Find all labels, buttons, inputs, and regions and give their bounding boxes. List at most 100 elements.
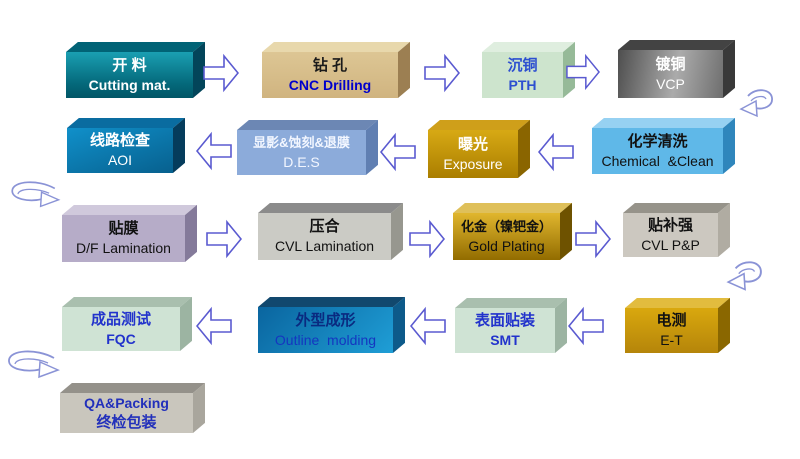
- step-label-zh: 压合: [309, 218, 340, 235]
- box-front-face: 沉铜 PTH: [482, 52, 563, 98]
- box-front-face: 成品测试 FQC: [62, 307, 180, 351]
- box-top-face: [428, 120, 530, 130]
- box-top-face: [258, 203, 403, 213]
- step-label-en: CVL P&P: [641, 236, 700, 253]
- box-front-face: 镀铜 VCP: [618, 50, 723, 98]
- box-side-face: [180, 296, 192, 351]
- box-top-face: [62, 297, 192, 307]
- box-front-face: 钻 孔 CNC Drilling: [262, 52, 398, 98]
- flow-arrow-left-icon: [567, 305, 604, 352]
- flow-arrow-right-icon: [409, 218, 446, 265]
- step-label-zh: 化学清洗: [627, 132, 688, 150]
- step-label-zh: 显影&蚀刻&退膜: [253, 135, 350, 150]
- box-top-face: [625, 298, 730, 308]
- box-front-face: QA&Packing 终检包装: [60, 393, 193, 433]
- step-label-zh: 曝光: [457, 135, 488, 153]
- step-cnc-drilling: 钻 孔 CNC Drilling: [262, 41, 410, 98]
- step-label-en: AOI: [107, 152, 133, 168]
- step-label-en: QA&Packing: [84, 394, 169, 411]
- box-top-face: [592, 118, 735, 128]
- flow-arrow-right-icon: [424, 52, 461, 99]
- box-top-face: [482, 42, 575, 52]
- step-cvl-lamination: 压合 CVL Lamination: [258, 202, 403, 260]
- step-pth: 沉铜 PTH: [482, 41, 575, 98]
- step-label-en: E-T: [660, 332, 683, 348]
- box-top-face: [62, 205, 197, 215]
- step-smt: 表面贴装 SMT: [455, 297, 567, 353]
- box-top-face: [60, 383, 205, 393]
- step-label-en: Exposure: [443, 155, 503, 172]
- step-fqc: 成品测试 FQC: [62, 296, 192, 351]
- step-label-zh: 电测: [656, 312, 687, 329]
- box-front-face: 贴膜 D/F Lamination: [62, 215, 185, 262]
- box-front-face: 化金（镍钯金） Gold Plating: [453, 213, 560, 260]
- box-top-face: [453, 203, 572, 213]
- step-label-zh: 表面贴装: [474, 312, 535, 329]
- step-label-en: VCP: [656, 75, 685, 92]
- box-side-face: [718, 202, 730, 257]
- step-df-lamination: 贴膜 D/F Lamination: [62, 204, 197, 262]
- step-label-zh: 沉铜: [507, 56, 538, 74]
- box-front-face: 外型成形 Outline molding: [258, 307, 393, 353]
- step-label-en: D.E.S: [283, 154, 320, 170]
- box-top-face: [237, 120, 378, 130]
- box-side-face: [555, 297, 567, 353]
- loop-arrow-icon: [722, 260, 766, 305]
- step-label-en: FQC: [106, 330, 136, 347]
- step-label-zh: 镀铜: [655, 55, 686, 73]
- step-outline-molding: 外型成形 Outline molding: [258, 296, 405, 353]
- step-label-en: SMT: [490, 332, 520, 348]
- step-label-zh: 终检包装: [96, 413, 157, 431]
- step-cvl-pp: 贴补强 CVL P&P: [623, 202, 730, 257]
- box-side-face: [366, 119, 378, 175]
- step-gold-plating: 化金（镍钯金） Gold Plating: [453, 202, 572, 260]
- box-front-face: 压合 CVL Lamination: [258, 213, 391, 260]
- box-front-face: 贴补强 CVL P&P: [623, 213, 718, 257]
- box-top-face: [262, 42, 410, 52]
- box-front-face: 线路检查 AOI: [67, 128, 173, 173]
- box-side-face: [393, 296, 405, 353]
- box-side-face: [193, 382, 205, 433]
- box-top-face: [66, 42, 205, 52]
- step-label-zh: 贴补强: [647, 216, 693, 234]
- step-label-en: Cutting mat.: [88, 76, 171, 93]
- step-vcp: 镀铜 VCP: [618, 39, 735, 98]
- step-label-zh: 化金（镍钯金）: [460, 219, 552, 234]
- step-cutting: 开 料 Cutting mat.: [66, 41, 205, 98]
- box-front-face: 显影&蚀刻&退膜 D.E.S: [237, 130, 366, 175]
- box-side-face: [185, 204, 197, 262]
- flow-arrow-right-icon: [203, 52, 240, 99]
- step-label-en: Outline molding: [274, 331, 377, 348]
- step-label-zh: 成品测试: [90, 310, 151, 328]
- flow-arrow-right-icon: [575, 218, 612, 265]
- step-label-zh: 钻 孔: [312, 56, 348, 74]
- loop-arrow-icon: [2, 347, 62, 390]
- box-side-face: [391, 202, 403, 260]
- box-top-face: [618, 40, 735, 50]
- step-exposure: 曝光 Exposure: [428, 119, 530, 178]
- step-des: 显影&蚀刻&退膜 D.E.S: [237, 119, 378, 175]
- step-label-en: CNC Drilling: [288, 76, 372, 93]
- box-side-face: [723, 39, 735, 98]
- flow-arrow-left-icon: [195, 305, 232, 352]
- flow-arrow-right-icon: [206, 218, 243, 265]
- step-label-en: CVL Lamination: [274, 238, 375, 254]
- box-side-face: [560, 202, 572, 260]
- step-label-en: Chemical &Clean: [601, 152, 714, 169]
- step-label-en: PTH: [508, 76, 537, 93]
- step-label-en: D/F Lamination: [76, 240, 171, 256]
- box-side-face: [518, 119, 530, 178]
- box-front-face: 开 料 Cutting mat.: [66, 52, 193, 98]
- flow-arrow-left-icon: [409, 305, 446, 352]
- step-aoi: 线路检查 AOI: [67, 117, 185, 173]
- box-front-face: 曝光 Exposure: [428, 130, 518, 178]
- step-qa-packing: QA&Packing 终检包装: [60, 382, 205, 433]
- step-label-en: Gold Plating: [468, 238, 545, 254]
- box-top-face: [455, 298, 567, 308]
- box-side-face: [718, 297, 730, 353]
- box-front-face: 电测 E-T: [625, 308, 718, 353]
- loop-arrow-icon: [736, 88, 776, 131]
- flow-arrow-left-icon: [537, 131, 574, 178]
- box-front-face: 表面贴装 SMT: [455, 308, 555, 353]
